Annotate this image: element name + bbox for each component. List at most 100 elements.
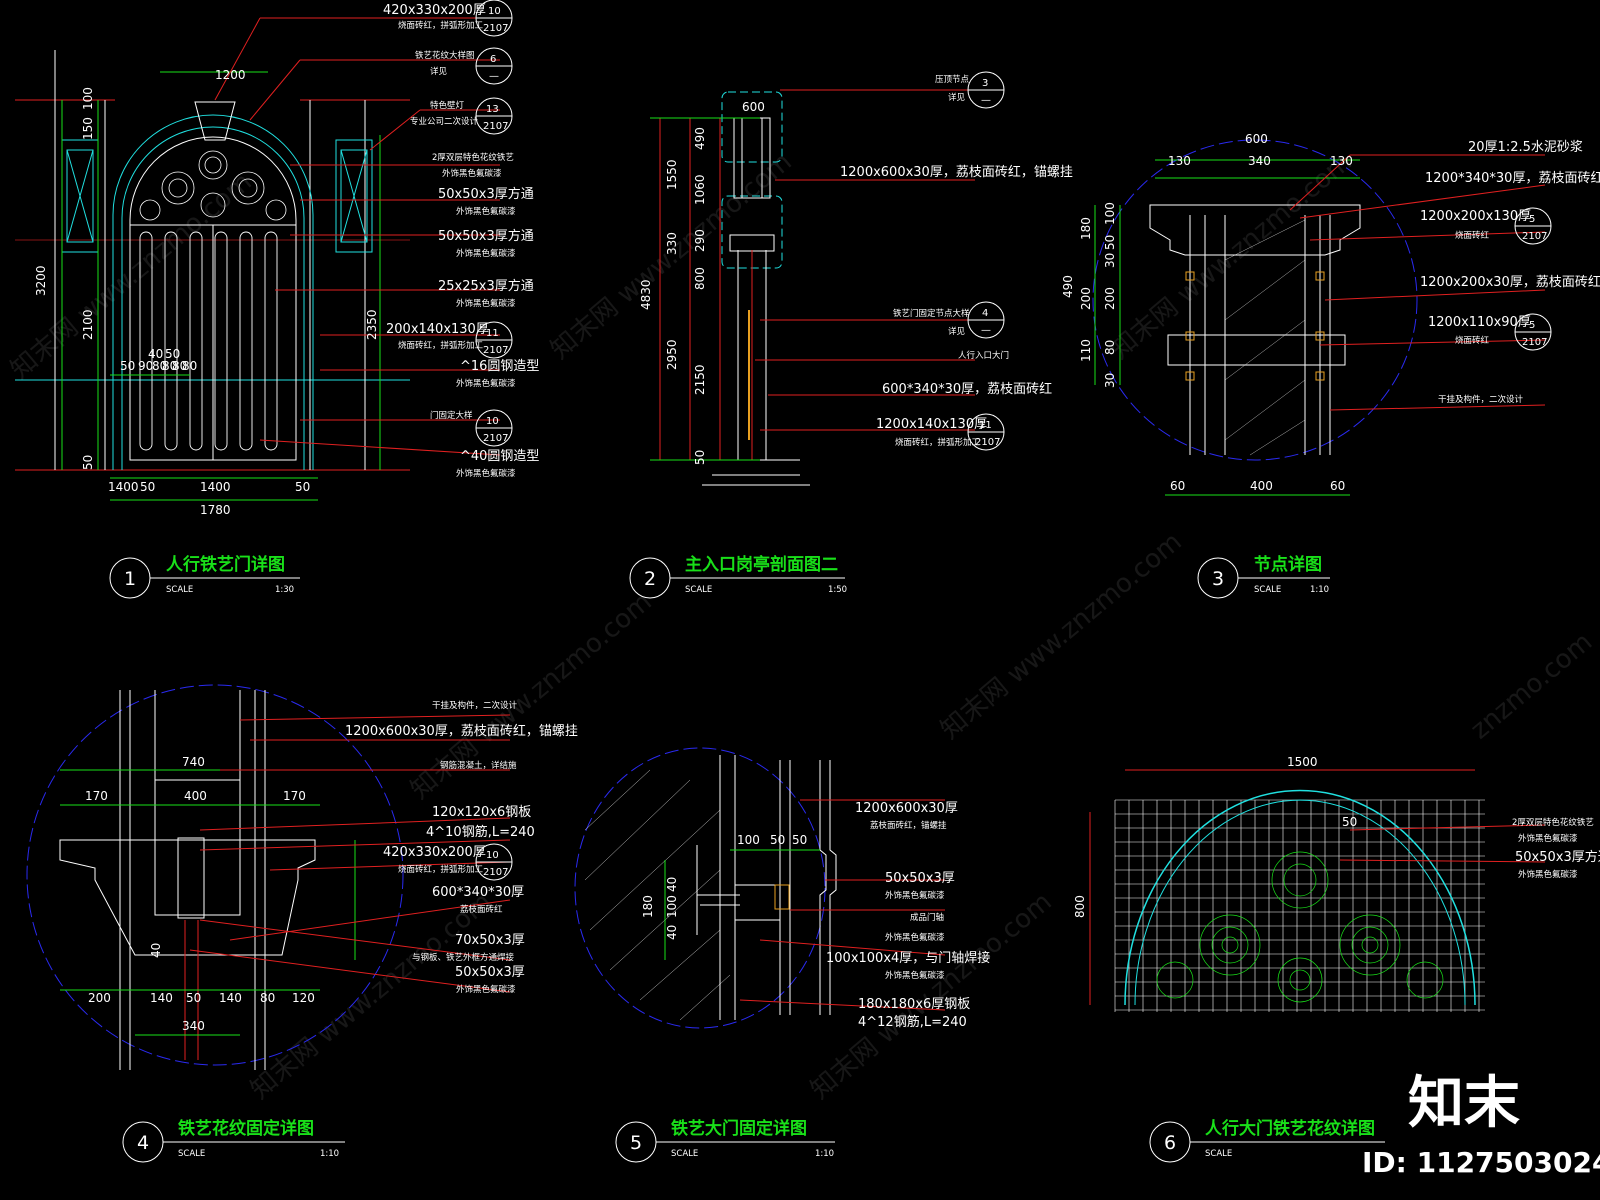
dimension-label: 1550 [665, 159, 679, 190]
callout-note: 详见 [948, 92, 966, 103]
panel-5-drawing [574, 747, 946, 1029]
dimension-label: 40 [149, 943, 163, 958]
dimension-label: 200 [88, 991, 111, 1005]
callout-text: 1200*340*30厚，荔枝面砖红 [1425, 170, 1600, 186]
svg-text:13: 13 [486, 104, 499, 115]
dimension-label: 290 [693, 229, 707, 252]
dimension-label: 110 [1079, 339, 1093, 362]
dimension-label: 490 [693, 127, 707, 150]
callout-note: 外饰黑色氟碳漆 [456, 248, 516, 259]
dimension-label: 1200 [215, 68, 246, 82]
svg-text:2107: 2107 [483, 121, 508, 132]
svg-text:—: — [489, 71, 499, 82]
dimension-label: 130 [1330, 154, 1353, 168]
dimension-label: 50 [186, 991, 201, 1005]
callout-text: 干挂及构件，二次设计 [432, 700, 518, 711]
watermark: znzmo.com [1465, 627, 1598, 745]
dimension-label: 120 [292, 991, 315, 1005]
callout-text: 1200x200x130厚 [1420, 209, 1531, 224]
dimension-label: 1400 [108, 480, 139, 494]
callout-text: 2厚双层特色花纹铁艺 [1512, 817, 1594, 828]
dimension-label: 600 [1245, 132, 1268, 146]
callout-note: 外饰黑色氟碳漆 [456, 206, 516, 217]
callout-note: 烧面砖红 [1455, 335, 1490, 346]
dimension-label: 80 [1103, 340, 1117, 355]
scale-label: SCALE [1254, 585, 1281, 595]
callout-text: 1200x200x30厚，荔枝面砖红 [1420, 274, 1600, 290]
svg-text:2107: 2107 [1522, 337, 1547, 348]
callout-note: 外饰黑色氟碳漆 [456, 378, 516, 389]
callout-text: 1200x600x30厚，荔枝面砖红，锚螺挂 [840, 164, 1073, 180]
callout-text: 4^10钢筋,L=240 [426, 824, 535, 840]
svg-text:2107: 2107 [483, 23, 508, 34]
callout-text: 420x330x200厚 [383, 845, 486, 860]
callout-text: 600*340*30厚，荔枝面砖红 [882, 381, 1052, 397]
reference-bubble: 11 2107 [967, 413, 1005, 451]
reference-bubble: 13 2107 [475, 97, 513, 135]
drawing-title: 主入口岗亭剖面图二 [685, 554, 838, 575]
callout-text: 1200x140x130厚 [876, 417, 987, 432]
callout-text: 50x50x3厚方通 [438, 228, 534, 244]
dimension-label: 50 [1103, 235, 1117, 250]
callout-text: 120x120x6钢板 [432, 805, 531, 820]
drawing-number: 5 [630, 1132, 642, 1154]
dimension-label: 200 [1079, 287, 1093, 310]
callout-text: 2厚双层特色花纹铁艺 [432, 152, 514, 163]
reference-bubble: 5 2107 [1514, 313, 1552, 351]
brand-logo: 知末 [1408, 1071, 1520, 1136]
panel-2-labels: 600 1550 490 1060 330 290 4830 800 2950 … [629, 71, 1073, 599]
panel-6-labels: 1500 800 50 2厚双层特色花纹铁艺 外饰黑色氟碳漆 50x50x3厚方… [1073, 755, 1600, 1163]
panel-5-labels: 100 50 50 180 40 100 40 1200x600x30厚 荔枝面… [615, 801, 990, 1163]
dimension-label: 400 [184, 789, 207, 803]
dimension-label: 2350 [365, 309, 379, 340]
dimension-label: 30 [1103, 253, 1117, 268]
dimension-label: 50 [693, 450, 707, 465]
callout-note: 外饰黑色氟碳漆 [1518, 833, 1578, 844]
dimension-label: 100 [81, 87, 95, 110]
callout-note: 烧面砖红，拼弧形加工 [895, 437, 981, 448]
callout-note: 烧面砖红，拼弧形加工 [398, 340, 484, 351]
callout-text: 420x330x200厚 [383, 3, 486, 18]
svg-text:2107: 2107 [483, 433, 508, 444]
brand-watermark: 知末 ID: 1127503024 [1362, 1071, 1600, 1179]
dimension-label: 140 [150, 991, 173, 1005]
drawing-title-block: 6 人行大门铁艺花纹详图 SCALE [1149, 1118, 1385, 1163]
drawing-title: 铁艺大门固定详图 [671, 1118, 807, 1139]
callout-text: 100x100x4厚，与门轴焊接 [826, 950, 990, 966]
dimension-label: 180 [1079, 217, 1093, 240]
callout-text: 铁艺花纹大样图 [415, 50, 475, 61]
dimension-label: 50 [295, 480, 310, 494]
drawing-title-block: 5 铁艺大门固定详图 SCALE 1:10 [615, 1118, 835, 1163]
dimension-label: 40 [665, 925, 679, 940]
watermark: 知末网 www.znzmo.com [935, 527, 1187, 746]
callout-text: 1200x600x30厚 [855, 801, 958, 816]
drawing-number: 4 [137, 1132, 149, 1154]
scale-label: SCALE [671, 1149, 698, 1159]
callout-text: 70x50x3厚 [455, 933, 525, 948]
dimension-label: 490 [1061, 275, 1075, 298]
drawing-number: 1 [124, 568, 136, 590]
panel-1-drawing [15, 17, 501, 501]
svg-text:6: 6 [490, 54, 496, 65]
watermark: 知末网 www.znzmo.com [405, 587, 657, 806]
reference-bubble: 10 2107 [475, 409, 513, 447]
callout-note: 外饰黑色氟碳漆 [456, 298, 516, 309]
scale-label: SCALE [1205, 1149, 1232, 1159]
dimension-label: 40 [148, 347, 163, 361]
dimension-label: 90 [138, 359, 153, 373]
callout-text: 180x180x6厚钢板 [858, 997, 970, 1012]
drawing-title: 人行大门铁艺花纹详图 [1205, 1118, 1375, 1139]
svg-text:4: 4 [982, 308, 988, 319]
dimension-label: 800 [1073, 895, 1087, 918]
svg-text:11: 11 [486, 328, 499, 339]
svg-text:2107: 2107 [483, 345, 508, 356]
dimension-label: 170 [283, 789, 306, 803]
drawing-title: 节点详图 [1254, 554, 1322, 575]
callout-text: 钢筋混凝土，详结施 [440, 760, 517, 771]
dimension-label: 30 [1103, 373, 1117, 388]
callout-note: 外饰黑色氟碳漆 [885, 932, 945, 943]
svg-text:2107: 2107 [483, 867, 508, 878]
dimension-label: 4830 [639, 279, 653, 310]
callout-text: 铁艺门固定节点大样 [893, 308, 970, 319]
dimension-label: 740 [182, 755, 205, 769]
